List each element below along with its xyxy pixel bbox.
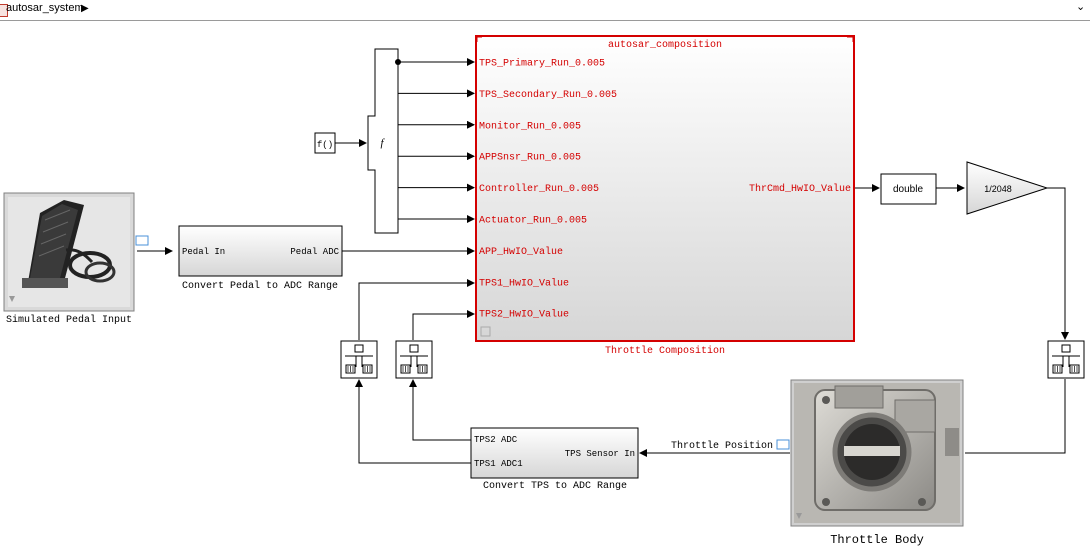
pedal-input-block[interactable] bbox=[3, 192, 135, 312]
convert-tps-in-port-2: TPS1 ADC1 bbox=[474, 459, 523, 469]
model-icon bbox=[0, 4, 8, 17]
composition-inport-label: TPS1_HwIO_Value bbox=[479, 277, 569, 289]
model-toolbar: autosar_system ▶ ⌄ bbox=[0, 0, 1090, 21]
double-conversion-block[interactable]: double bbox=[880, 173, 937, 205]
convert-pedal-block[interactable]: Pedal In Pedal ADC bbox=[178, 225, 343, 277]
function-call-source-block[interactable]: f() bbox=[314, 132, 336, 154]
throttle-body-block[interactable] bbox=[790, 379, 964, 527]
composition-inport-label: Controller_Run_0.005 bbox=[479, 183, 599, 195]
double-conversion-label: double bbox=[893, 184, 923, 195]
composition-inport-label: Actuator_Run_0.005 bbox=[479, 216, 587, 227]
function-call-split-label: f bbox=[380, 137, 385, 149]
convert-tps-block[interactable]: TPS2 ADC TPS1 ADC1 TPS Sensor In bbox=[470, 427, 639, 479]
collapse-icon[interactable]: ⌄ bbox=[1076, 1, 1086, 13]
signal-logging-icon bbox=[776, 439, 790, 450]
convert-pedal-label: Convert Pedal to ADC Range bbox=[182, 280, 338, 292]
composition-title: autosar_composition bbox=[608, 39, 722, 51]
tps2-hwio-line bbox=[412, 310, 475, 340]
composition-inports: TPS_Primary_Run_0.005TPS_Secondary_Run_0… bbox=[479, 58, 617, 321]
throttle-position-signal-label: Throttle Position bbox=[671, 440, 773, 452]
composition-inport-label: Monitor_Run_0.005 bbox=[479, 120, 581, 132]
function-call-split-block[interactable]: f bbox=[367, 48, 399, 234]
rate-transition-block[interactable] bbox=[1047, 340, 1085, 379]
throttle-cmd-line bbox=[965, 379, 1066, 454]
gain-out-line bbox=[1047, 187, 1069, 340]
pedal-input-label: Simulated Pedal Input bbox=[6, 314, 132, 326]
rate-transition-block[interactable] bbox=[395, 340, 433, 379]
convert-pedal-out-port: Pedal ADC bbox=[290, 247, 339, 257]
composition-block-label: Throttle Composition bbox=[605, 345, 725, 357]
composition-outport-label: ThrCmd_HwIO_Value bbox=[749, 183, 851, 195]
composition-inport-label: TPS_Secondary_Run_0.005 bbox=[479, 89, 617, 101]
convert-tps-in-port-1: TPS2 ADC bbox=[474, 435, 518, 445]
rate-transition-block[interactable] bbox=[340, 340, 378, 379]
convert-tps-out-port: TPS Sensor In bbox=[565, 449, 635, 459]
down-arrow-icon bbox=[796, 513, 802, 519]
signal-logging-icon bbox=[135, 235, 149, 246]
breadcrumb-arrow-icon[interactable]: ▶ bbox=[81, 3, 89, 14]
gain-label: 1/2048 bbox=[984, 184, 1012, 194]
tps1-feedback-line bbox=[355, 379, 471, 464]
convert-tps-label: Convert TPS to ADC Range bbox=[483, 481, 627, 492]
down-arrow-icon bbox=[9, 296, 15, 302]
function-call-source-label: f() bbox=[317, 140, 333, 150]
composition-inport-label: TPS_Primary_Run_0.005 bbox=[479, 58, 605, 70]
composition-inport-label: TPS2_HwIO_Value bbox=[479, 309, 569, 321]
convert-pedal-in-port: Pedal In bbox=[182, 247, 225, 257]
fcn-call-lines bbox=[398, 58, 475, 223]
tps1-hwio-line bbox=[358, 279, 475, 340]
composition-block[interactable]: autosar_composition TPS_Primary_Run_0.00… bbox=[475, 35, 855, 342]
composition-inport-label: APP_HwIO_Value bbox=[479, 246, 563, 258]
throttle-body-label: Throttle Body bbox=[830, 533, 924, 546]
tps2-feedback-line bbox=[409, 379, 471, 441]
gain-block[interactable]: 1/2048 bbox=[966, 161, 1049, 215]
breadcrumb-model[interactable]: autosar_system bbox=[6, 2, 84, 14]
composition-inport-label: APPSnsr_Run_0.005 bbox=[479, 153, 581, 164]
